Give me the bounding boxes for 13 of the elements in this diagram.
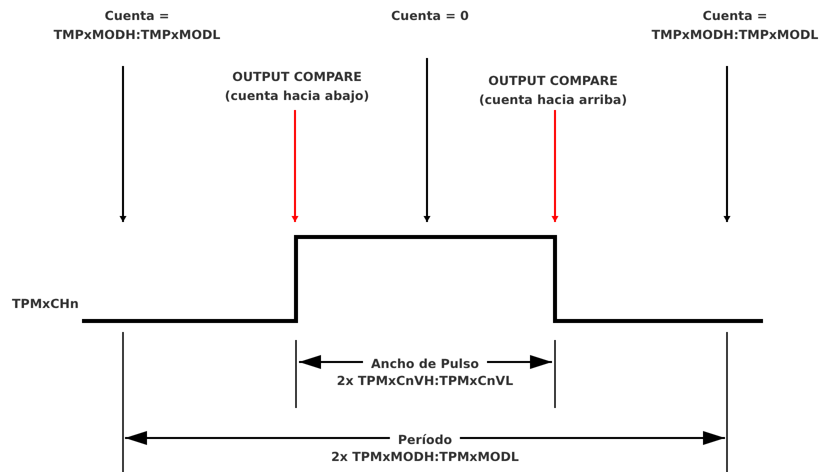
arrow <box>292 110 298 222</box>
node-label: Cuenta = 0 <box>391 7 469 25</box>
node-label: OUTPUT COMPARE <box>488 72 618 90</box>
node-label: Cuenta = TMPxMODH:TMPxMODL <box>650 7 820 44</box>
arrow <box>552 110 558 222</box>
node-label: (cuenta hacia abajo) <box>224 87 370 105</box>
node-label: Cuenta = TMPxMODH:TMPxMODL <box>52 7 222 44</box>
node-label: OUTPUT COMPARE <box>232 68 362 86</box>
arrow <box>120 66 126 222</box>
arrow <box>724 66 730 222</box>
arrow <box>424 58 430 222</box>
node-label: (cuenta hacia arriba) <box>478 91 628 109</box>
signal-name: TPMxCHn <box>12 295 79 313</box>
